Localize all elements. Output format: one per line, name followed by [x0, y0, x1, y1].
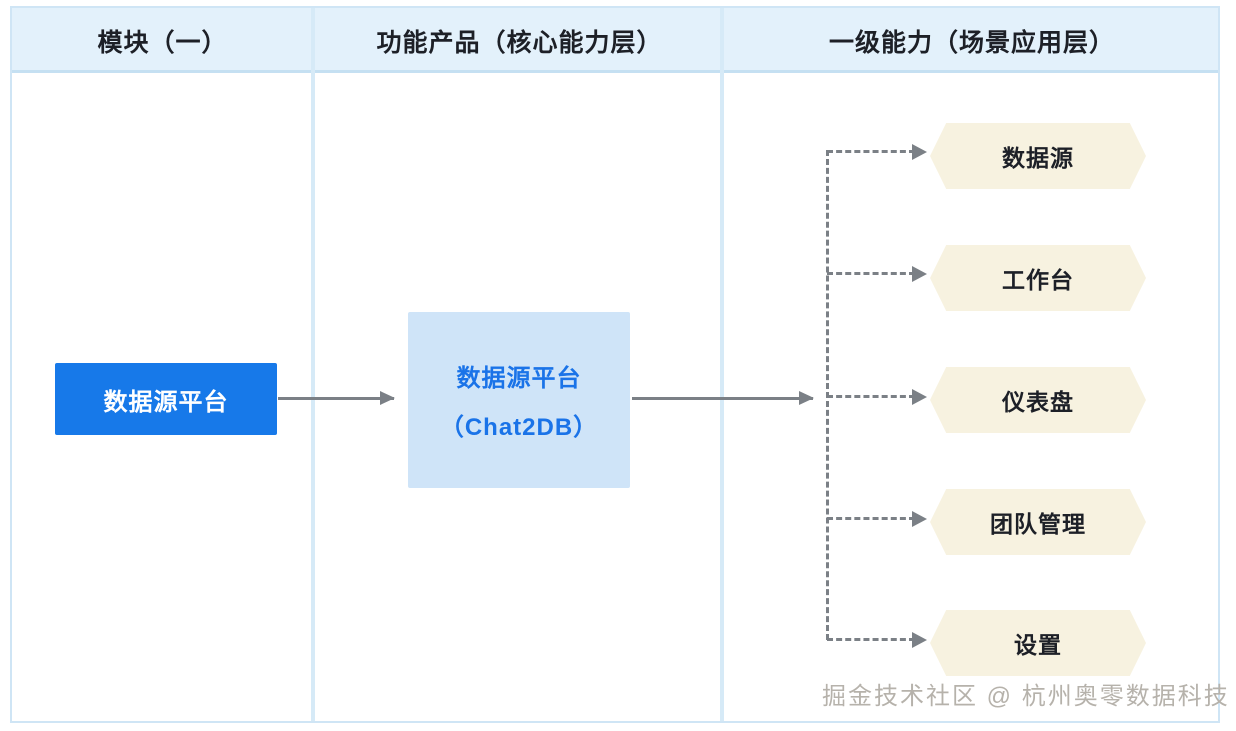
capability-node-dashboard[interactable]: 仪表盘: [930, 367, 1146, 433]
node-chat2db-line2: （Chat2DB）: [439, 414, 599, 441]
capability-node-settings[interactable]: 设置: [930, 610, 1146, 676]
capability-node-team-management[interactable]: 团队管理: [930, 489, 1146, 555]
arrow-primary-to-secondary: [278, 391, 395, 405]
node-chat2db-platform[interactable]: 数据源平台 （Chat2DB）: [408, 312, 630, 488]
capability-node-data-source[interactable]: 数据源: [930, 123, 1146, 189]
dashed-arrow-to-capability-2: [827, 389, 927, 405]
capability-node-workbench[interactable]: 工作台: [930, 245, 1146, 311]
arrow-secondary-to-capabilities: [632, 391, 814, 405]
node-data-source-platform[interactable]: 数据源平台: [55, 363, 277, 435]
column-header-module: 模块（一）: [97, 28, 228, 57]
column-header-functional-product: 功能产品（核心能力层）: [376, 28, 663, 57]
dashed-arrow-to-capability-3: [827, 511, 927, 527]
dashed-arrow-to-capability-1: [827, 266, 927, 282]
table-header-row: 模块（一） 功能产品（核心能力层） 一级能力（场景应用层）: [12, 8, 1218, 73]
node-chat2db-line1: 数据源平台: [456, 365, 582, 392]
dashed-arrow-to-capability-0: [827, 144, 927, 160]
column-divider-1: [311, 8, 315, 721]
dashed-arrow-to-capability-4: [827, 632, 927, 648]
column-header-primary-capability: 一级能力（场景应用层）: [828, 28, 1115, 57]
watermark-text: 掘金技术社区 @ 杭州奥零数据科技: [822, 683, 1230, 710]
column-divider-2: [720, 8, 724, 721]
